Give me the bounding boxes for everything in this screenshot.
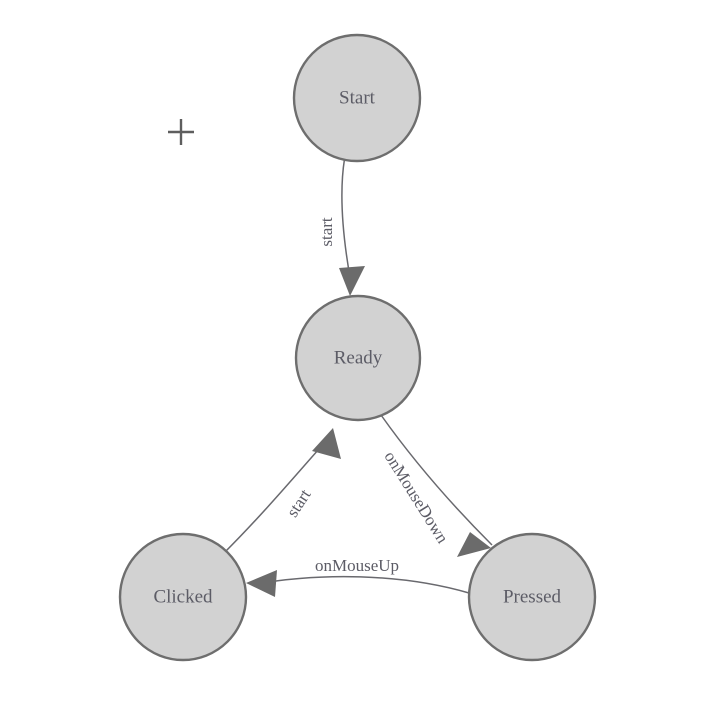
edge-start-to-ready[interactable]: start (317, 158, 365, 296)
node-circle-clicked (118, 532, 248, 662)
arrowhead-ready-bottomleft (312, 428, 341, 459)
node-clicked[interactable]: Clicked (118, 532, 248, 662)
node-label-pressed: Pressed (503, 586, 562, 607)
node-circle-start (292, 33, 422, 163)
plus-icon[interactable] (168, 119, 194, 145)
edge-path-ready-to-pressed (380, 414, 493, 546)
node-pressed[interactable]: Pressed (467, 532, 597, 662)
edge-clicked-to-ready[interactable]: start (224, 428, 341, 553)
edge-pressed-to-clicked[interactable]: onMouseUp (246, 556, 470, 597)
node-start[interactable]: Start (292, 33, 422, 163)
edge-path-start-to-ready (341, 158, 352, 284)
edge-label-clicked-to-ready: start (283, 485, 315, 520)
node-circle-pressed (467, 532, 597, 662)
edge-path-pressed-to-clicked (255, 575, 470, 594)
node-label-start: Start (339, 87, 376, 108)
node-ready[interactable]: Ready (294, 294, 422, 422)
arrowhead-ready-top (339, 266, 365, 296)
edge-label-pressed-to-clicked: onMouseUp (315, 556, 399, 575)
node-circle-ready (294, 294, 422, 422)
edge-label-start-to-ready: start (317, 217, 336, 247)
arrowhead-clicked-right (246, 570, 277, 597)
arrowhead-pressed-topleft (457, 532, 491, 557)
edge-ready-to-pressed[interactable]: onMouseDown (380, 414, 493, 557)
node-label-ready: Ready (334, 347, 383, 368)
node-label-clicked: Clicked (153, 586, 213, 607)
